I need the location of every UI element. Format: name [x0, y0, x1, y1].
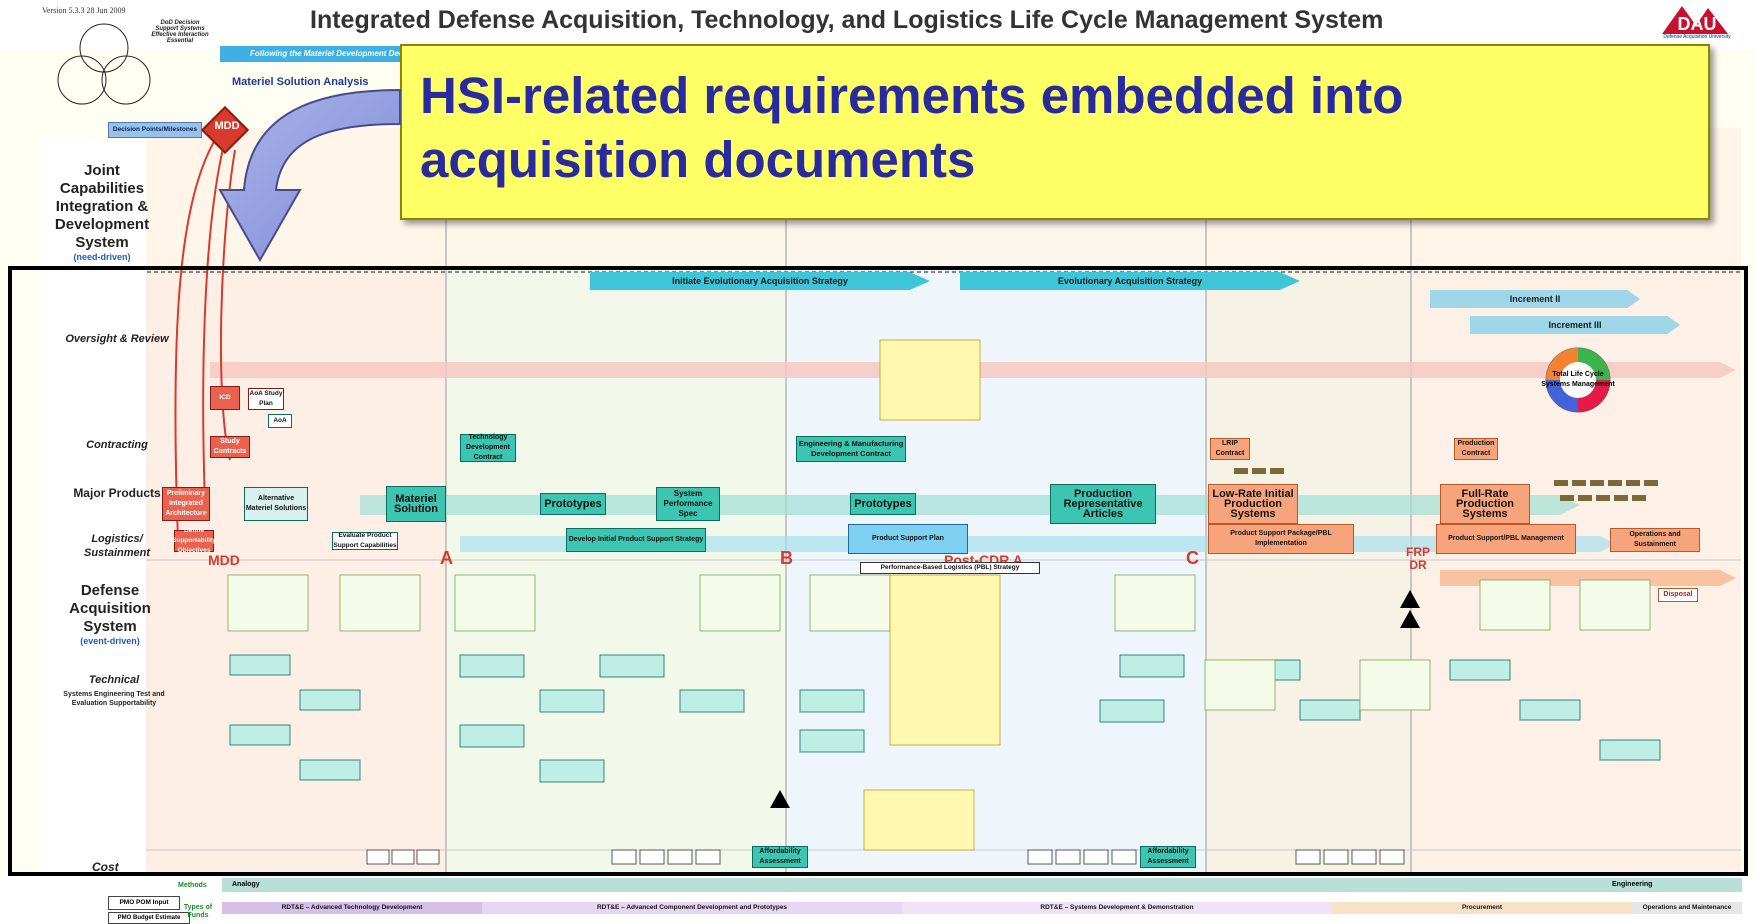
- define-support-box: Define Supportability Objectives: [172, 527, 216, 554]
- affordability-box-1: Affordability Assessment: [752, 846, 808, 868]
- study-contracts-box: Study Contracts: [210, 436, 250, 458]
- disposal-box: Disposal: [1658, 588, 1698, 602]
- milestone-mdd: MDD: [208, 552, 240, 568]
- callout-line-1: HSI-related requirements embedded into: [420, 67, 1404, 124]
- venn-diagram-icon: [57, 23, 151, 105]
- rdte-band-1: RDT&E – Advanced Technology Development: [222, 902, 482, 914]
- total-life-cycle-label: Total Life Cycle Systems Management: [1541, 371, 1615, 388]
- product-support-plan-box: Product Support Plan: [848, 524, 968, 554]
- increment-2-banner: Increment II: [1430, 290, 1640, 308]
- methods-band: Analogy Engineering: [222, 878, 1742, 892]
- oversight-label: Oversight & Review: [65, 333, 169, 345]
- lrip-contract-box: LRIP Contract: [1210, 438, 1250, 460]
- milestone-frp-dr: FRP DR: [1406, 545, 1430, 572]
- procurement-band: Procurement: [1332, 902, 1632, 914]
- pmo-pom-input-box: PMO POM Input: [108, 896, 180, 910]
- milestone-c: C: [1186, 548, 1199, 568]
- initiate-strategy-banner: Initiate Evolutionary Acquisition Strate…: [590, 272, 930, 290]
- emd-contract-box: Engineering & Manufacturing Development …: [796, 436, 906, 462]
- cost-label: Cost: [92, 860, 119, 874]
- logistics-label: Logistics/ Sustainment: [83, 533, 150, 559]
- version-label: Version 5.3.3 28 Jun 2009: [42, 6, 126, 15]
- materiel-solution-box: Materiel Solution: [386, 486, 446, 522]
- om-band: Operations and Maintenance: [1632, 902, 1742, 914]
- dau-logo-text: DAU: [1678, 14, 1717, 34]
- technical-sub-label: Systems Engineering Test and Evaluation …: [63, 691, 165, 707]
- milestone-b: B: [780, 548, 793, 568]
- alt-solutions-box: Alternative Materiel Solutions: [244, 487, 308, 521]
- analogy-label: Analogy: [232, 881, 260, 888]
- das-label: Defense Acquisition System: [69, 582, 151, 635]
- dau-logo-subtitle: Defense Acquisition University: [1663, 34, 1731, 40]
- contracting-label: Contracting: [86, 439, 148, 451]
- header-band: [0, 0, 1756, 50]
- evolutionary-strategy-banner: Evolutionary Acquisition Strategy: [960, 272, 1300, 290]
- prototypes-box-2: Prototypes: [850, 493, 916, 515]
- system-title: Integrated Defense Acquisition, Technolo…: [310, 6, 1384, 34]
- aoa-study-plan-box: AoA Study Plan: [248, 388, 284, 410]
- affordability-box-2: Affordability Assessment: [1140, 846, 1196, 868]
- curved-arrow-icon: [218, 88, 401, 263]
- technology-contract-box: Technology Development Contract: [460, 434, 516, 462]
- operations-sustainment-box: Operations and Sustainment: [1610, 528, 1700, 552]
- engineering-label: Engineering: [1612, 881, 1653, 888]
- callout-line-2: acquisition documents: [420, 131, 976, 188]
- decision-support-label: DoD Decision Support Systems Effective I…: [151, 20, 209, 44]
- hsi-callout: HSI-related requirements embedded into a…: [400, 44, 1710, 220]
- materiel-decision-banner: Following the Materiel Development Decis…: [220, 46, 420, 62]
- prelim-architecture-box: Preliminary Integrated Architecture: [162, 487, 210, 521]
- system-perf-spec-box: System Performance Spec: [656, 487, 720, 521]
- methods-label: Methods: [178, 882, 207, 889]
- dau-logo-icon: DAU: [1662, 6, 1728, 34]
- increment-3-banner: Increment III: [1470, 316, 1680, 334]
- pbl-strategy-box: Performance-Based Logistics (PBL) Strate…: [860, 562, 1040, 574]
- msa-label: Materiel Solution Analysis: [232, 76, 369, 88]
- das-sub-label: (event-driven): [80, 636, 140, 646]
- ico-box: ICD: [210, 386, 240, 410]
- types-of-funds-label: Types of Funds: [183, 904, 213, 919]
- rdte-band-3: RDT&E – Systems Development & Demonstrat…: [902, 902, 1332, 914]
- left-rail: [42, 138, 146, 898]
- lrip-systems-box: Low-Rate Initial Production Systems: [1208, 484, 1298, 524]
- develop-strategy-box: Develop Initial Product Support Strategy: [566, 528, 706, 552]
- prototypes-box-1: Prototypes: [540, 493, 606, 515]
- evaluate-support-box: Evaluate Product Support Capabilities: [332, 532, 398, 550]
- aoa-box: AoA: [268, 414, 292, 428]
- major-products-label: Major Products: [73, 486, 161, 500]
- technical-label: Technical: [88, 674, 140, 686]
- production-contract-box: Production Contract: [1454, 438, 1498, 460]
- decision-points-label: Decision Points/Milestones: [108, 122, 202, 138]
- rdte-band-2: RDT&E – Advanced Component Development a…: [482, 902, 902, 914]
- product-support-package-box: Product Support Package/PBL Implementati…: [1208, 524, 1354, 554]
- milestone-a: A: [440, 548, 453, 568]
- product-support-mgmt-box: Product Support/PBL Management: [1436, 524, 1576, 554]
- jcids-sub-label: (need-driven): [73, 252, 131, 262]
- highlight-frame: [8, 266, 1748, 876]
- production-articles-box: Production Representative Articles: [1050, 484, 1156, 524]
- full-rate-systems-box: Full-Rate Production Systems: [1440, 484, 1530, 524]
- mdd-diamond-label: MDD: [214, 120, 240, 132]
- jcids-label: Joint Capabilities Integration & Develop…: [54, 162, 150, 251]
